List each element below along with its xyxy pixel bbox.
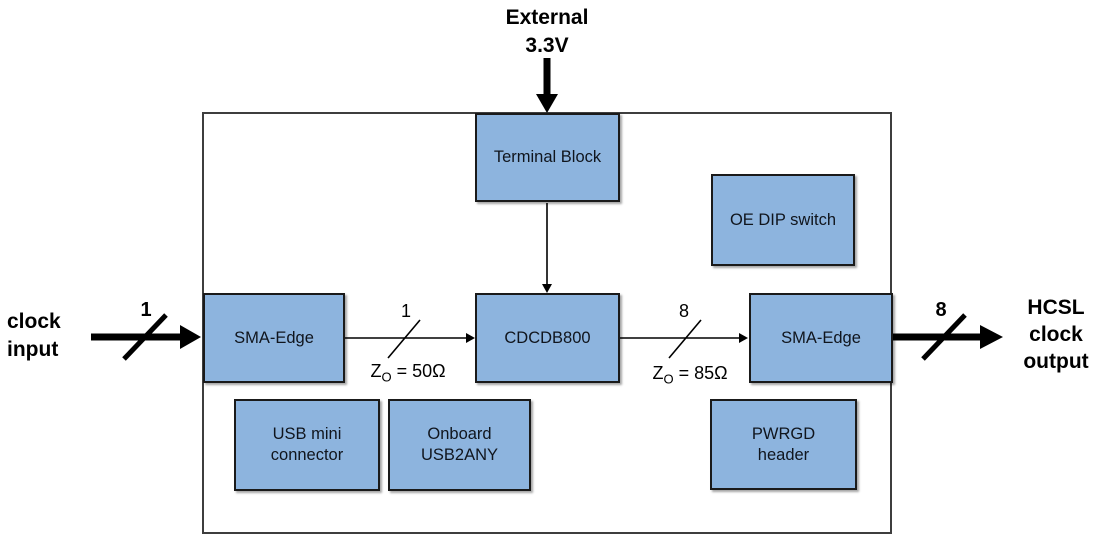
hcsl-output-line2: clock <box>1029 323 1083 346</box>
impedance-base: Z <box>370 361 382 381</box>
bus-width-internal-input: 1 <box>400 301 412 321</box>
block-sma-edge-output: SMA-Edge <box>749 293 893 383</box>
block-label-line2: USB2ANY <box>420 446 499 464</box>
bus-slash <box>122 313 168 361</box>
bus-width-output: 8 <box>935 299 947 321</box>
bus-width-internal-output: 8 <box>678 301 690 321</box>
clock-input-line2: input <box>7 338 59 361</box>
block-terminal-block: Terminal Block <box>475 113 620 202</box>
external-power-line1: External <box>505 6 589 29</box>
block-label-line2: header <box>757 445 810 464</box>
clock-input-arrow <box>91 313 201 361</box>
block-usb-mini-connector: USB mini connector <box>234 399 380 491</box>
impedance-sub: O <box>381 369 392 385</box>
block-oe-dip-switch: OE DIP switch <box>711 174 855 266</box>
hcsl-output-line3: output <box>1023 350 1089 373</box>
external-power-arrow <box>536 58 558 113</box>
impedance-value: = 50Ω <box>391 361 446 381</box>
block-onboard-usb2any: Onboard USB2ANY <box>388 399 531 491</box>
impedance-sub: O <box>663 371 674 387</box>
block-label: Terminal Block <box>493 148 602 166</box>
block-cdcdb800: CDCDB800 <box>475 293 620 383</box>
block-label: OE DIP switch <box>729 210 837 229</box>
bus-width-input: 1 <box>140 299 152 321</box>
external-power-label: External 3.3V <box>506 4 589 60</box>
block-label-line1: USB mini <box>272 425 342 443</box>
hcsl-output-arrow <box>893 313 1003 361</box>
impedance-value: = 85Ω <box>673 363 728 383</box>
block-label-line2: connector <box>270 446 344 464</box>
block-label: SMA-Edge <box>781 328 861 347</box>
bus-slash <box>921 313 967 361</box>
block-sma-edge-input: SMA-Edge <box>203 293 345 383</box>
impedance-label-output: ZO = 85Ω <box>652 363 727 390</box>
external-power-line2: 3.3V <box>525 34 569 57</box>
hcsl-clock-output-label: HCSL clock output <box>1023 294 1088 375</box>
impedance-base: Z <box>652 363 664 383</box>
block-label: SMA-Edge <box>234 328 314 347</box>
clock-input-line1: clock <box>7 310 61 333</box>
block-pwrgd-header: PWRGD header <box>710 399 857 490</box>
block-label-line1: Onboard <box>427 425 492 443</box>
block-label: CDCDB800 <box>504 328 591 347</box>
block-label-line1: PWRGD <box>751 424 816 443</box>
clock-input-label: clock input <box>7 308 61 364</box>
hcsl-output-line1: HCSL <box>1027 296 1085 319</box>
impedance-label-input: ZO = 50Ω <box>370 361 445 388</box>
